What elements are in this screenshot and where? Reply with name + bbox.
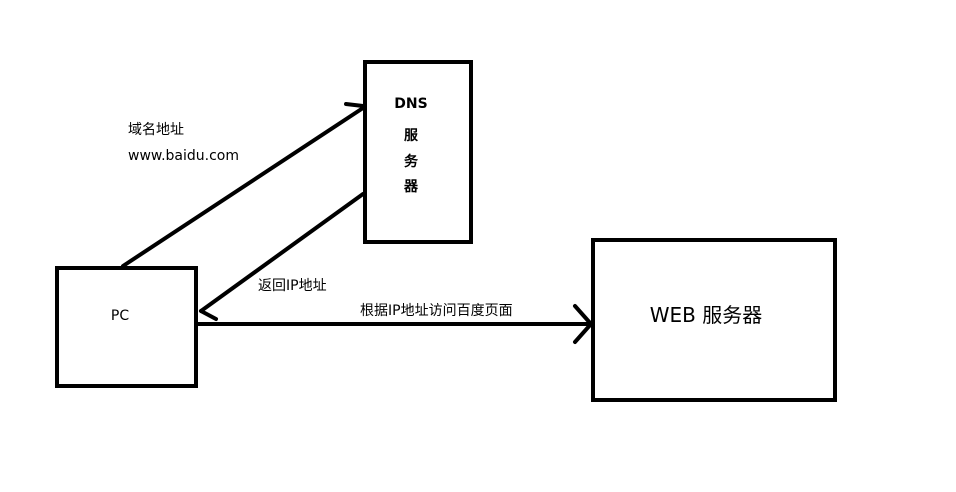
dns-char-1: 服 <box>404 128 419 144</box>
query-label-line1: 域名地址 <box>128 122 184 138</box>
web-server-node <box>591 238 837 402</box>
pc-node <box>55 266 198 388</box>
dns-server-node <box>363 60 473 244</box>
query-arrowhead <box>344 102 365 108</box>
response-label: 返回IP地址 <box>258 278 327 294</box>
web-server-label: WEB 服务器 <box>650 303 763 327</box>
query-arrow-line <box>121 106 365 268</box>
visit-arrowhead <box>573 304 593 344</box>
dns-char-3: 器 <box>403 179 419 195</box>
response-arrowhead <box>199 309 218 321</box>
query-label-line2: www.baidu.com <box>128 148 239 164</box>
dns-char-2: 务 <box>404 153 419 170</box>
visit-label: 根据IP地址访问百度页面 <box>360 303 513 319</box>
response-arrow-line <box>199 192 365 313</box>
pc-label: PC <box>111 308 129 324</box>
dns-title: DNS <box>394 96 427 112</box>
